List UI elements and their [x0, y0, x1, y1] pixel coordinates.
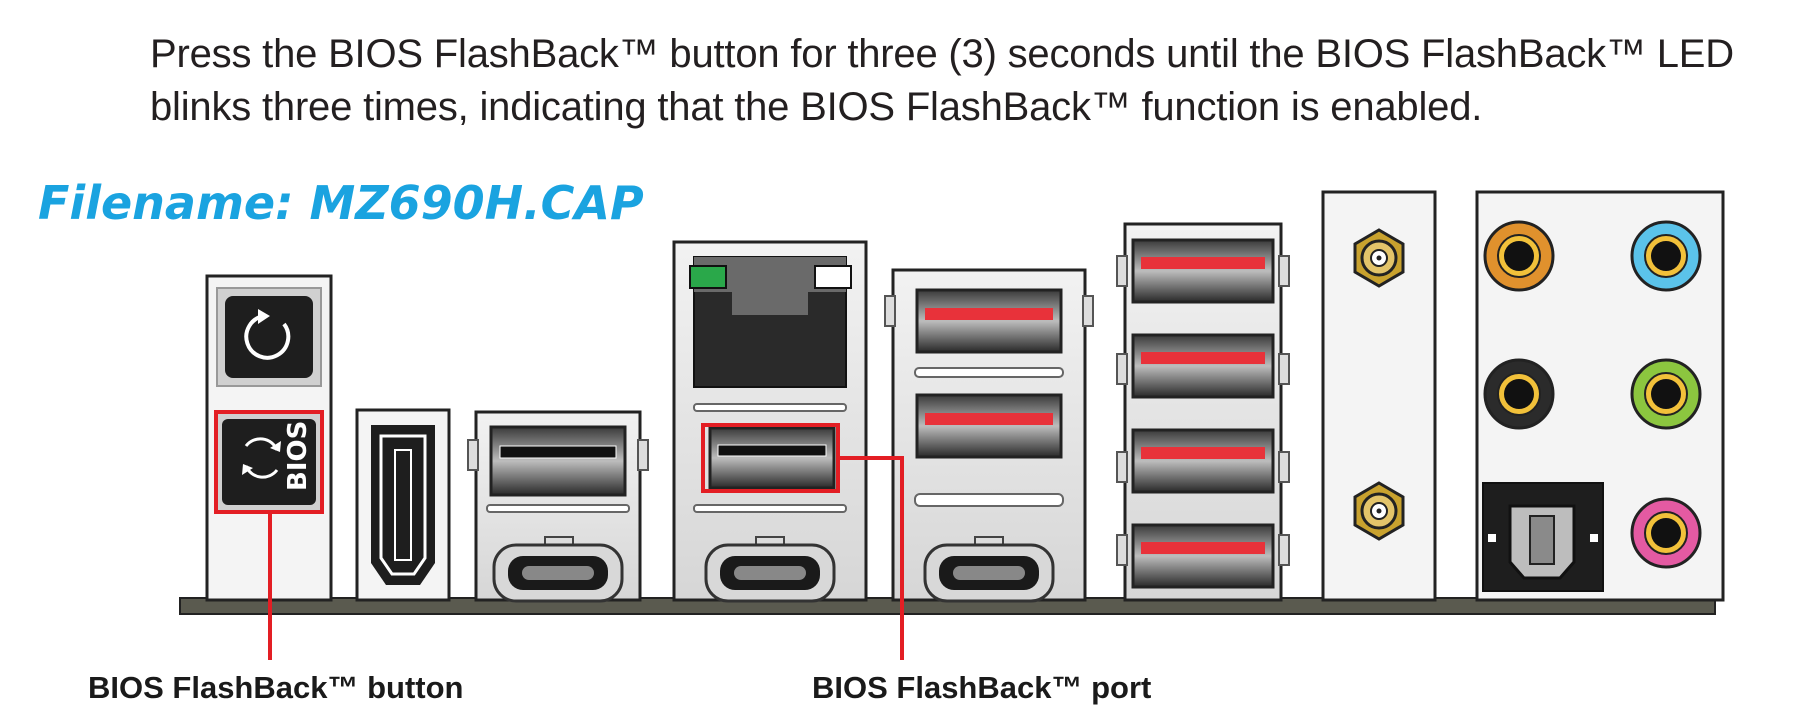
usb-a-port-icon[interactable] — [489, 425, 627, 497]
lan-led-left — [689, 265, 727, 289]
callout-label-button: BIOS FlashBack™ button — [88, 670, 464, 705]
bios-flashback-icon[interactable]: BIOS — [222, 419, 316, 505]
usb-a-port-icon[interactable] — [1131, 238, 1275, 304]
instruction-text: Press the BIOS FlashBack™ button for thr… — [150, 32, 1734, 129]
bios-button-label: BIOS — [283, 421, 313, 491]
usb-a-port-icon[interactable] — [915, 393, 1063, 459]
usb-a-port-icon[interactable] — [1131, 428, 1275, 494]
usb-stack-1 — [467, 410, 649, 603]
lan-usb-stack — [672, 240, 868, 603]
lan-led-right — [814, 265, 852, 289]
audio-jack-icon[interactable] — [1630, 358, 1702, 430]
refresh-icon[interactable] — [225, 296, 313, 378]
usb-a-port-icon[interactable] — [1131, 333, 1275, 399]
usb-a-port-icon[interactable] — [1131, 523, 1275, 589]
wifi-antenna-icon[interactable] — [1353, 228, 1405, 288]
audio-jack-icon[interactable] — [1483, 220, 1555, 292]
audio-jack-icon[interactable] — [1483, 358, 1555, 430]
usb-c-port-icon[interactable] — [492, 536, 624, 603]
usb-stack-4 — [1116, 222, 1290, 602]
lan-port-icon — [689, 256, 852, 388]
usb-a-port-icon[interactable] — [708, 426, 836, 490]
wifi-antenna-icon[interactable] — [1353, 481, 1405, 541]
audio-jack-icon[interactable] — [1630, 220, 1702, 292]
callout-line-port — [838, 456, 904, 660]
hdmi-port-icon — [355, 408, 451, 602]
usb-stack-3 — [884, 268, 1094, 603]
usb-a-port-icon[interactable] — [915, 288, 1063, 354]
audio-jack-icon[interactable] — [1630, 497, 1702, 569]
optical-spdif-icon[interactable] — [1482, 482, 1604, 592]
callout-label-port: BIOS FlashBack™ port — [812, 670, 1152, 705]
wifi-module — [1321, 190, 1437, 602]
filename-label: Filename: MZ690H.CAP — [38, 176, 644, 230]
audio-module — [1475, 190, 1725, 602]
usb-c-port-icon[interactable] — [704, 536, 836, 603]
usb-c-port-icon[interactable] — [923, 536, 1055, 603]
